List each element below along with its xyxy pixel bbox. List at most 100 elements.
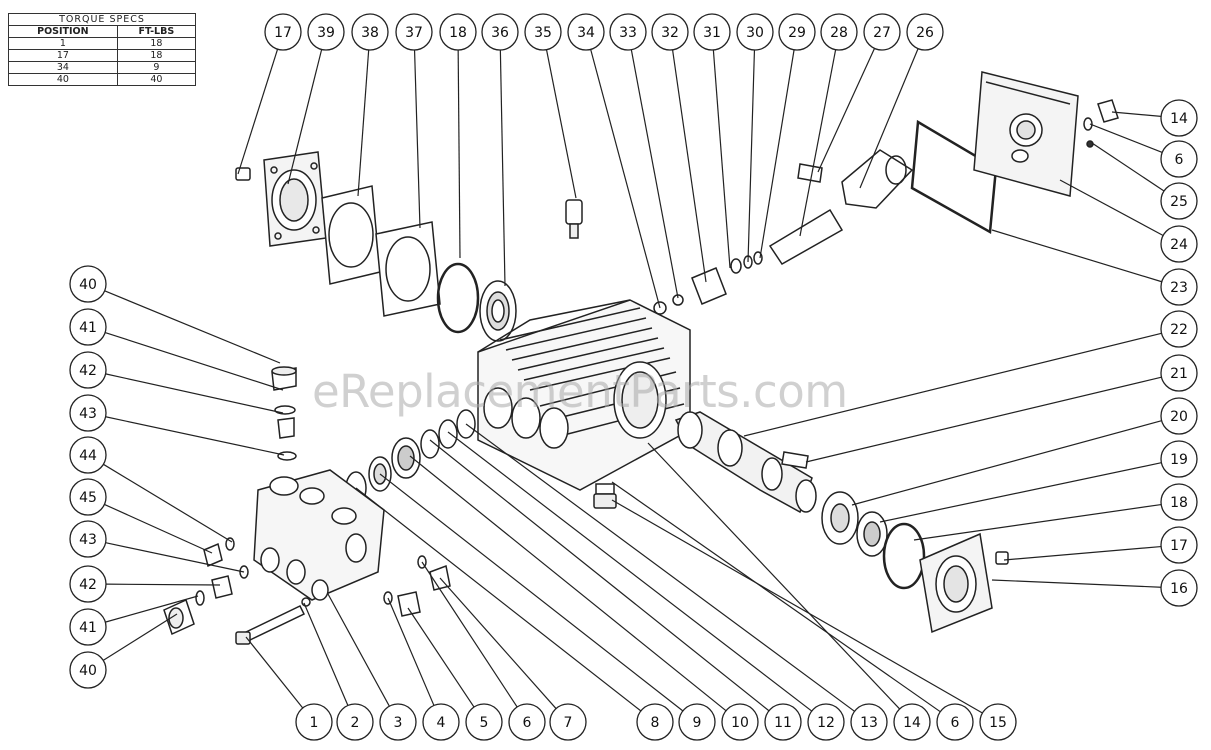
torque-specs-table: TORQUE SPECS POSITION FT-LBS 1 18 17 18 …	[8, 13, 197, 86]
callout-circle	[1160, 268, 1198, 306]
callout-label: 37	[405, 25, 423, 41]
callout-label: 43	[79, 406, 97, 422]
leader-line-23	[991, 229, 1162, 283]
leader-line-18	[913, 503, 1162, 541]
callout-20: 20	[1160, 397, 1198, 435]
leader-line-42	[105, 583, 221, 586]
callout-45: 45	[69, 478, 107, 516]
part-gasket-23	[910, 119, 998, 235]
callout-label: 23	[1170, 280, 1188, 296]
callout-label: 34	[577, 25, 595, 41]
callout-15: 15	[979, 703, 1017, 741]
callout-label: 11	[774, 715, 792, 731]
part-ring-2	[301, 597, 311, 607]
callout-6: 6	[1160, 140, 1198, 178]
callout-label: 12	[817, 715, 835, 731]
callout-14: 14	[1160, 99, 1198, 137]
callout-circle	[820, 13, 858, 51]
part-cover-24	[973, 71, 1079, 197]
leader-line-21	[805, 376, 1162, 463]
callout-label: 9	[693, 715, 702, 731]
callout-10: 10	[721, 703, 759, 741]
torque-position: 34	[8, 61, 118, 74]
torque-position: 40	[8, 73, 118, 86]
callout-label: 17	[1170, 538, 1188, 554]
callout-33: 33	[609, 13, 647, 51]
callout-32: 32	[651, 13, 689, 51]
leader-line-30	[747, 49, 756, 263]
leader-line-20	[851, 420, 1162, 506]
callout-13: 13	[850, 703, 888, 741]
callout-circle	[395, 13, 433, 51]
callout-5: 5	[465, 703, 503, 741]
callout-1: 1	[295, 703, 333, 741]
callout-circle	[1160, 99, 1198, 137]
part-oring-18-bottom	[882, 522, 926, 590]
part-bolt-1	[235, 605, 306, 645]
callout-23: 23	[1160, 268, 1198, 306]
leader-line-32	[671, 49, 707, 283]
callout-31: 31	[693, 13, 731, 51]
callout-label: 5	[480, 715, 489, 731]
callout-circle	[609, 13, 647, 51]
callout-circle	[336, 703, 374, 741]
callout-circle	[69, 394, 107, 432]
callout-circle	[69, 265, 107, 303]
callout-circle	[651, 13, 689, 51]
leader-line-1	[245, 636, 304, 709]
leader-line-3	[327, 593, 390, 707]
leader-line-24	[1059, 179, 1164, 237]
leader-line-7	[439, 577, 557, 709]
callout-41: 41	[69, 608, 107, 646]
callout-label: 38	[361, 25, 379, 41]
callout-label: 41	[79, 620, 97, 636]
callout-2: 2	[336, 703, 374, 741]
callout-label: 42	[79, 577, 97, 593]
callout-label: 22	[1170, 322, 1188, 338]
leader-line-16	[991, 579, 1162, 588]
callout-label: 3	[394, 715, 403, 731]
callout-38: 38	[351, 13, 389, 51]
callout-label: 26	[916, 25, 934, 41]
callout-circle	[893, 703, 931, 741]
table-row: 17 18	[8, 49, 197, 62]
pump-parts-drawing	[163, 71, 1119, 645]
callout-35: 35	[524, 13, 562, 51]
callout-16: 16	[1160, 569, 1198, 607]
part-plunger-assembly	[653, 149, 914, 315]
callout-label: 43	[79, 532, 97, 548]
callout-circle	[351, 13, 389, 51]
callout-circle	[264, 13, 302, 51]
callout-circle	[69, 608, 107, 646]
leader-line-36	[499, 49, 506, 287]
callout-40: 40	[69, 651, 107, 689]
callout-label: 27	[873, 25, 891, 41]
callout-6: 6	[936, 703, 974, 741]
leader-line-12	[447, 431, 813, 712]
callout-label: 17	[274, 25, 292, 41]
callout-37: 37	[395, 13, 433, 51]
part-key-21	[781, 451, 809, 469]
callout-label: 36	[491, 25, 509, 41]
callout-14: 14	[893, 703, 931, 741]
callout-circle	[69, 520, 107, 558]
callout-circle	[807, 703, 845, 741]
part-flange-16	[919, 532, 1009, 634]
callout-label: 25	[1170, 194, 1188, 210]
callout-circle	[906, 13, 944, 51]
callout-label: 33	[619, 25, 637, 41]
callout-circle	[439, 13, 477, 51]
part-valve-stack-top	[271, 366, 297, 461]
torque-position: 17	[8, 49, 118, 62]
callout-28: 28	[820, 13, 858, 51]
leader-line-44	[103, 463, 233, 543]
callout-label: 19	[1170, 452, 1188, 468]
callout-circle	[1160, 397, 1198, 435]
callout-circle	[1160, 483, 1198, 521]
callout-circle	[850, 703, 888, 741]
leader-line-11	[429, 439, 770, 712]
callout-circle	[1160, 354, 1198, 392]
callout-circle	[481, 13, 519, 51]
leader-line-14	[647, 442, 901, 710]
callout-17: 17	[264, 13, 302, 51]
